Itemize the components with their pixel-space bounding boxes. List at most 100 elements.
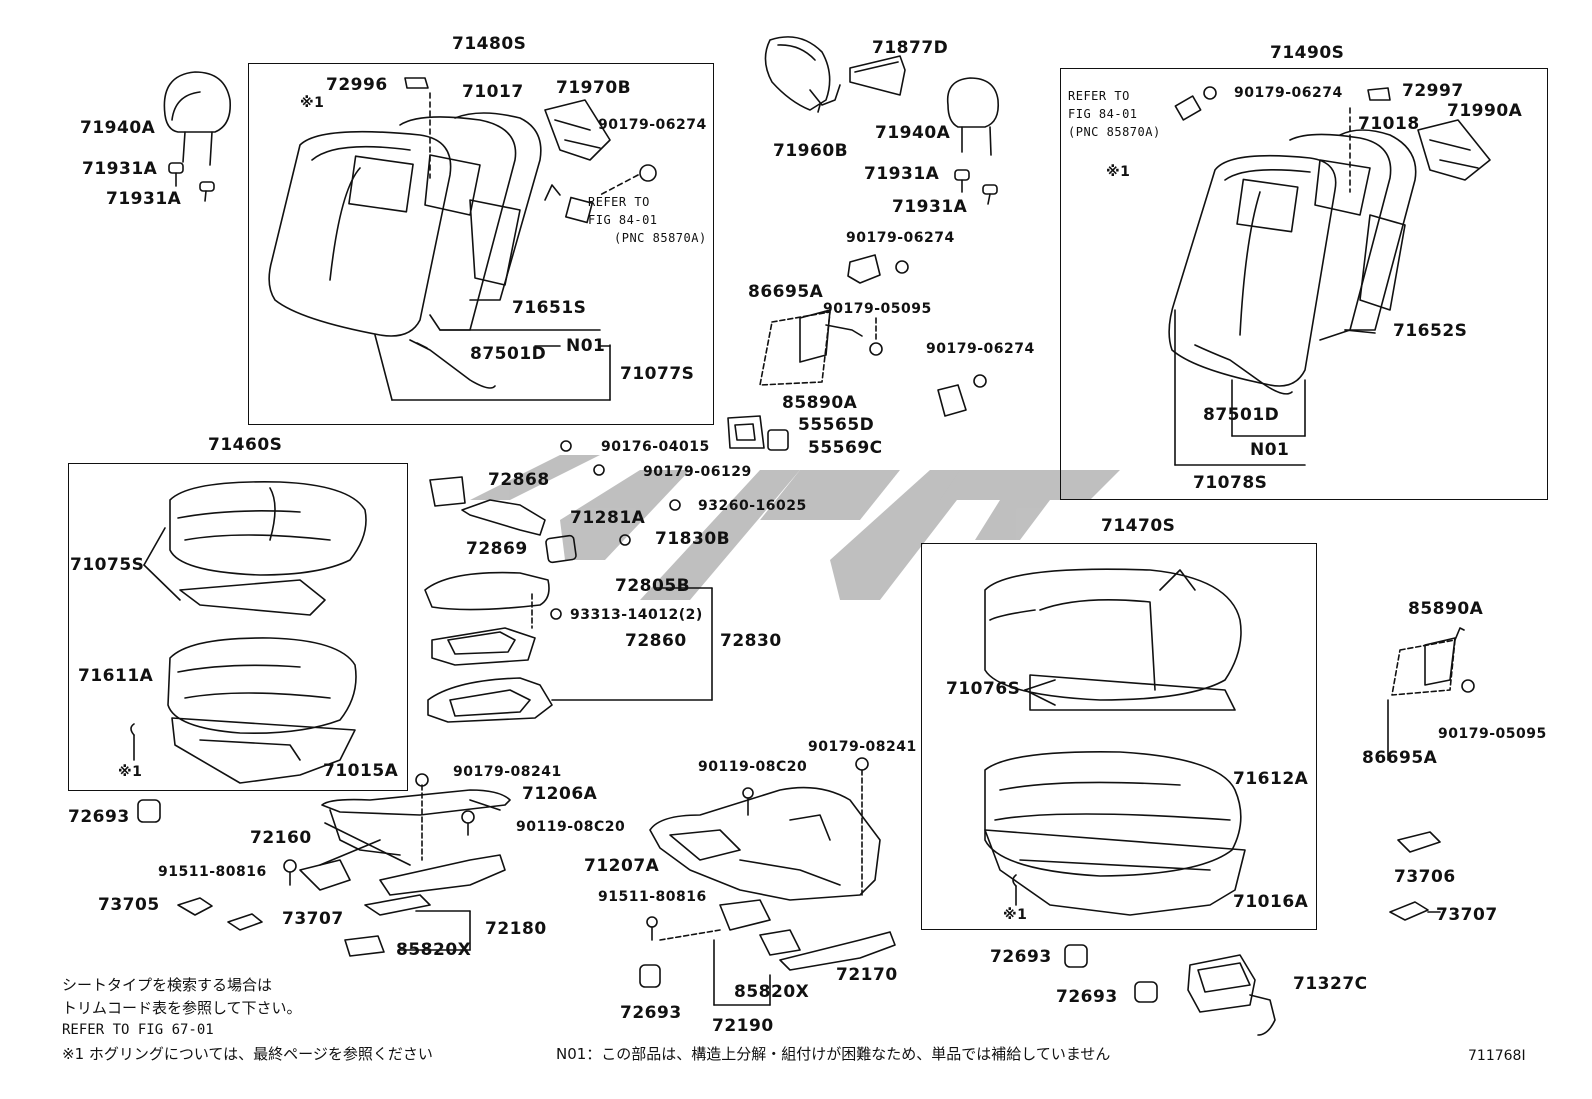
part-label: 72693 bbox=[620, 1003, 682, 1023]
part-label: 85890A bbox=[1408, 599, 1484, 619]
part-label: 72805B bbox=[615, 576, 691, 596]
part-label: 72190 bbox=[712, 1016, 774, 1036]
part-label: 72170 bbox=[836, 965, 898, 985]
part-label: 73707 bbox=[1436, 905, 1498, 925]
part-label: 71612A bbox=[1233, 769, 1309, 789]
hog-ring-mark: ※1 bbox=[118, 764, 143, 780]
seatback-left-illustration bbox=[268, 77, 657, 401]
part-label: 71990A bbox=[1447, 101, 1523, 121]
reference-text: FIG 84-01 bbox=[1068, 107, 1138, 121]
part-label: 93313-14012(2) bbox=[570, 607, 703, 623]
part-label: 55569C bbox=[808, 438, 883, 458]
note-trim-code: トリムコード表を参照して下さい。 bbox=[62, 999, 302, 1017]
part-label: 72693 bbox=[1056, 987, 1118, 1007]
part-label: 85890A bbox=[782, 393, 858, 413]
part-label: 87501D bbox=[1203, 405, 1280, 425]
reference-text: FIG 84-01 bbox=[588, 213, 658, 227]
part-label: 91511-80816 bbox=[158, 864, 267, 880]
hog-ring-mark: ※1 bbox=[1003, 907, 1028, 923]
part-label: N01 bbox=[1250, 440, 1290, 460]
headrest-center-illustration bbox=[764, 36, 1000, 205]
part-label: 71611A bbox=[78, 666, 154, 686]
part-label: 71077S bbox=[620, 364, 695, 384]
watermark-logo bbox=[470, 455, 1120, 600]
part-label: 90119-08C20 bbox=[516, 819, 626, 835]
group-label-71490S: 71490S bbox=[1270, 43, 1345, 63]
note-seat-type: シートタイプを検索する場合は bbox=[62, 976, 273, 994]
part-label: 73706 bbox=[1394, 867, 1456, 887]
part-label: 71017 bbox=[462, 82, 524, 102]
reference-text: (PNC 85870A) bbox=[614, 231, 707, 245]
part-label: 86695A bbox=[748, 282, 824, 302]
part-label: 71016A bbox=[1233, 892, 1309, 912]
part-label: 71830B bbox=[655, 529, 731, 549]
part-label: 71960B bbox=[773, 141, 849, 161]
part-label: 71018 bbox=[1358, 114, 1420, 134]
part-label: 90179-05095 bbox=[823, 301, 932, 317]
bottom-right-parts-illustration bbox=[1064, 944, 1276, 1036]
part-label: 90179-08241 bbox=[453, 764, 562, 780]
part-label: 71931A bbox=[82, 159, 158, 179]
part-label: 72160 bbox=[250, 828, 312, 848]
part-label: 71940A bbox=[875, 123, 951, 143]
seat-frame-center-illustration bbox=[639, 757, 896, 1006]
part-label: 72869 bbox=[466, 539, 528, 559]
part-label: 55565D bbox=[798, 415, 875, 435]
part-label: 71970B bbox=[556, 78, 632, 98]
part-label: 71931A bbox=[892, 197, 968, 217]
part-label: 71940A bbox=[80, 118, 156, 138]
note-hog-ring: ※1 ホグリングについては、最終ページを参照ください bbox=[62, 1045, 433, 1063]
part-label: 71877D bbox=[872, 38, 949, 58]
part-label: 72693 bbox=[990, 947, 1052, 967]
drawing-number: 711768I bbox=[1468, 1048, 1526, 1064]
part-label: N01 bbox=[566, 336, 606, 356]
part-label: 72996 bbox=[326, 75, 388, 95]
center-modules-illustration bbox=[424, 254, 987, 723]
part-label: 71075S bbox=[70, 555, 145, 575]
part-label: 71076S bbox=[946, 679, 1021, 699]
part-label: 73705 bbox=[98, 895, 160, 915]
part-label: 71931A bbox=[864, 164, 940, 184]
part-label: 90179-05095 bbox=[1438, 726, 1547, 742]
hog-ring-mark: ※1 bbox=[300, 95, 325, 111]
group-box-71470S bbox=[921, 543, 1317, 930]
part-label: 71206A bbox=[522, 784, 598, 804]
part-label: 90176-04015 bbox=[601, 439, 710, 455]
part-label: 90179-06274 bbox=[1234, 85, 1343, 101]
part-label: 71078S bbox=[1193, 473, 1268, 493]
headrest-left-illustration bbox=[163, 71, 232, 202]
group-box-71460S bbox=[68, 463, 408, 791]
group-label-71460S: 71460S bbox=[208, 435, 283, 455]
right-module-illustration bbox=[1387, 627, 1475, 921]
reference-text: (PNC 85870A) bbox=[1068, 125, 1161, 139]
group-box-71490S bbox=[1060, 68, 1548, 500]
reference-text: REFER TO bbox=[1068, 89, 1130, 103]
part-label: 71651S bbox=[512, 298, 587, 318]
part-label: 71327C bbox=[1293, 974, 1368, 994]
part-label: 85820X bbox=[734, 982, 810, 1002]
part-label: 71652S bbox=[1393, 321, 1468, 341]
reference-text: REFER TO bbox=[588, 195, 650, 209]
part-label: 91511-80816 bbox=[598, 889, 707, 905]
seat-cushion-left-illustration bbox=[130, 481, 367, 784]
part-label: 90179-06274 bbox=[598, 117, 707, 133]
note-n01: N01：この部品は、構造上分解・組付けが困難なため、単品では補給していません bbox=[556, 1045, 1111, 1063]
part-label: 73707 bbox=[282, 909, 344, 929]
hog-ring-mark: ※1 bbox=[1106, 164, 1131, 180]
part-label: 72693 bbox=[68, 807, 130, 827]
seatback-right-illustration bbox=[1168, 86, 1491, 466]
group-label-71470S: 71470S bbox=[1101, 516, 1176, 536]
part-label: 71015A bbox=[323, 761, 399, 781]
part-label: 71931A bbox=[106, 189, 182, 209]
part-label: 72868 bbox=[488, 470, 550, 490]
part-label: 86695A bbox=[1362, 748, 1438, 768]
part-label: 90179-06129 bbox=[643, 464, 752, 480]
part-label: 87501D bbox=[470, 344, 547, 364]
part-label: 72830 bbox=[720, 631, 782, 651]
part-label: 90179-06274 bbox=[846, 230, 955, 246]
seat-cushion-right-illustration bbox=[984, 568, 1246, 916]
part-label: 90119-08C20 bbox=[698, 759, 808, 775]
group-box-71480S bbox=[248, 63, 714, 425]
part-label: 72180 bbox=[485, 919, 547, 939]
